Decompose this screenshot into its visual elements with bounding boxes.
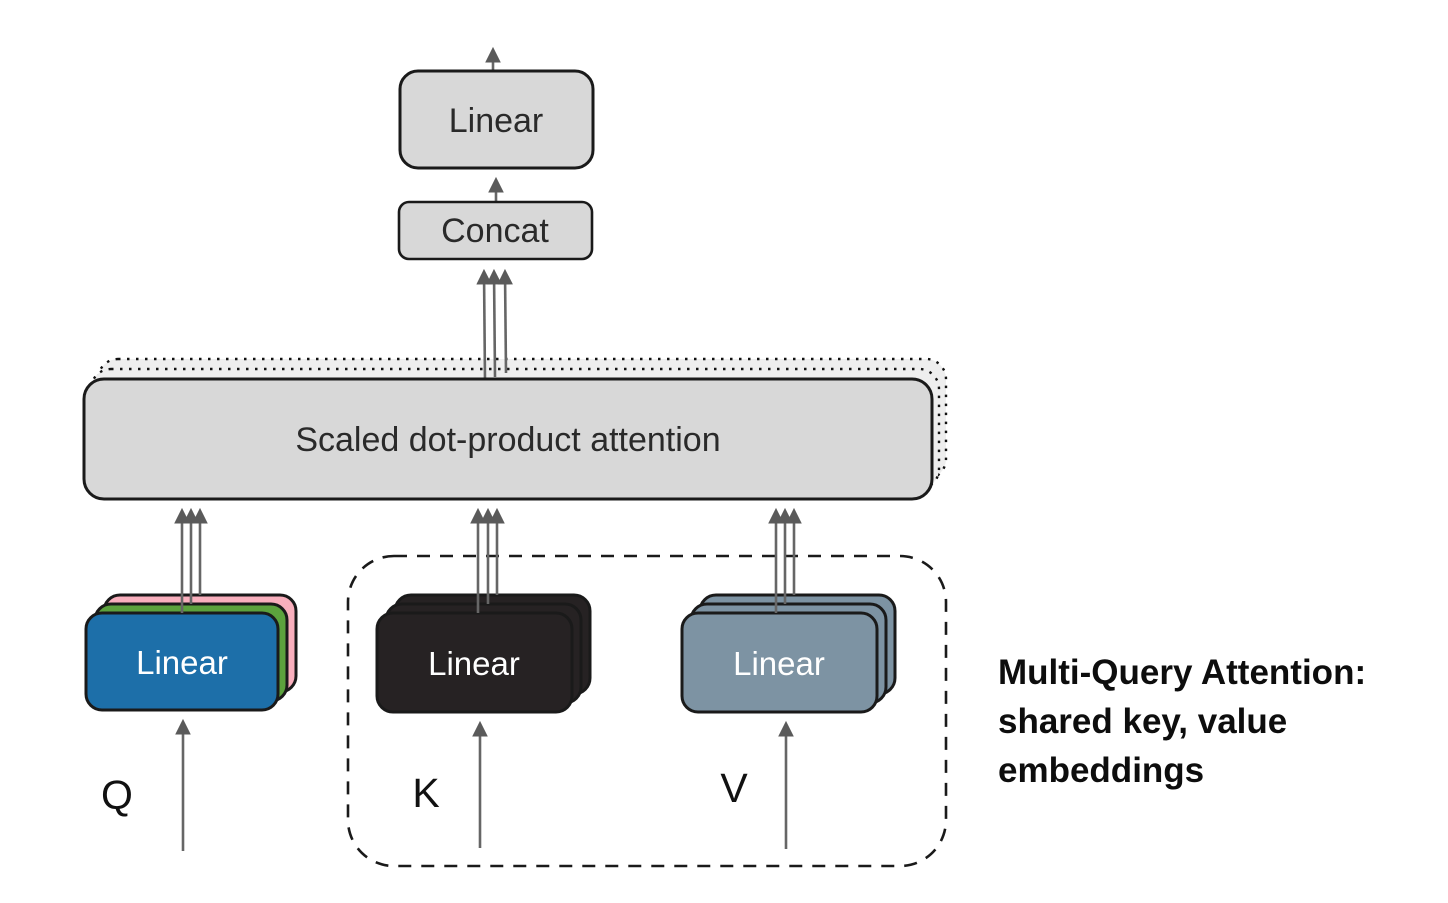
attention-label: Scaled dot-product attention <box>295 421 720 459</box>
q-input-label: Q <box>101 772 133 818</box>
v-linear-label: Linear <box>733 645 825 682</box>
q-linear-label: Linear <box>136 644 228 681</box>
attention-box <box>82 377 934 501</box>
v-input-label: V <box>720 765 748 811</box>
attention-to-concat-arrow-1 <box>476 268 492 382</box>
output-linear-box <box>398 69 595 170</box>
k-input-label: K <box>412 770 439 816</box>
annotation-line-1: Multi-Query Attention: <box>998 653 1366 692</box>
attention-to-concat-arrow-2 <box>486 268 502 378</box>
annotation-line-2: shared key, value <box>998 702 1287 741</box>
output-linear-label: Linear <box>449 102 544 140</box>
attention-to-concat-arrow-3 <box>497 268 513 374</box>
v-linear-box <box>680 611 879 714</box>
concat-box <box>397 200 594 261</box>
k-linear-label: Linear <box>428 645 520 682</box>
annotation-line-3: embeddings <box>998 751 1204 790</box>
shared-kv-dashed-container <box>346 554 948 868</box>
k-linear-box <box>375 611 574 714</box>
concat-label: Concat <box>441 212 549 250</box>
